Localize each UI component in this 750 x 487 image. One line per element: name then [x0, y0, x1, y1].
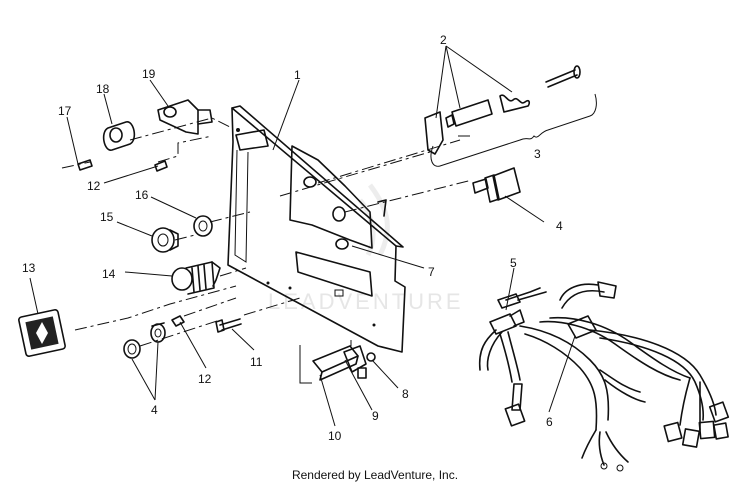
decal-13 [18, 309, 66, 357]
callout-16: 16 [135, 188, 149, 202]
callout-4-lower: 4 [151, 403, 158, 417]
callout-7: 7 [428, 265, 435, 279]
callout-4-upper: 4 [556, 219, 563, 233]
callout-11: 11 [250, 355, 263, 369]
callout-14: 14 [102, 267, 116, 281]
lamp-socket [77, 99, 213, 172]
dash-panel [227, 105, 406, 353]
watermark-text: LEADVENTURE [268, 289, 464, 314]
lamp-12 [171, 315, 185, 327]
callout-8: 8 [402, 387, 409, 401]
callout-19: 19 [142, 67, 156, 81]
wiring-harness [478, 281, 730, 472]
callout-2: 2 [440, 33, 447, 47]
ignition-14 [171, 261, 221, 295]
nut-washer-upper [151, 215, 213, 253]
callout-12-lower: 12 [198, 372, 212, 386]
centerlines [61, 117, 473, 347]
callout-18: 18 [96, 82, 110, 96]
switch-assembly [424, 65, 581, 155]
callout-17: 17 [58, 104, 72, 118]
callout-1: 1 [294, 68, 301, 82]
callout-labels: 1 2 3 4 5 6 7 8 9 10 11 12 4 13 14 15 16… [22, 33, 563, 443]
nut-washer-lower [123, 322, 166, 359]
render-credit: Rendered by LeadVenture, Inc. [291, 468, 459, 482]
bracket-3 [430, 93, 597, 167]
callout-3: 3 [534, 147, 541, 161]
callout-10: 10 [328, 429, 342, 443]
toggle-switch [472, 167, 521, 203]
callout-12-upper: 12 [87, 179, 101, 193]
callout-6: 6 [546, 415, 553, 429]
mounting-bracket [299, 340, 376, 384]
bolt-11 [215, 318, 242, 333]
callout-9: 9 [372, 409, 379, 423]
callout-5: 5 [510, 256, 517, 270]
callout-13: 13 [22, 261, 36, 275]
callout-15: 15 [100, 210, 114, 224]
leader-lines [29, 45, 576, 427]
